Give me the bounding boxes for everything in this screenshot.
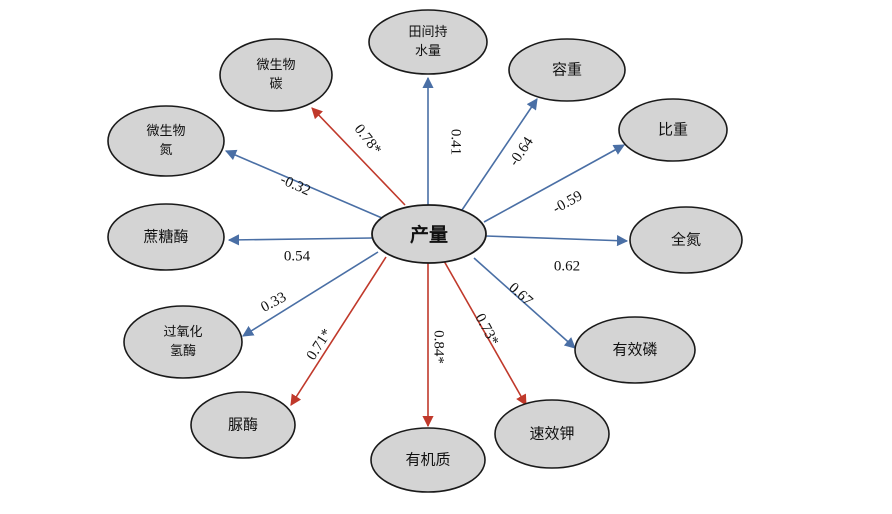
node-total-nitrogen: 全氮 (629, 206, 743, 274)
node-label-field-water-line1: 田间持 (408, 25, 447, 40)
node-label-available-potassium-line1: 速效钾 (529, 425, 574, 443)
node-label-microbial-nitrogen-line1: 微生物 (146, 124, 185, 139)
node-ellipse-microbial-carbon (219, 38, 333, 112)
edge-label-available-phosphorus: 0.67 (505, 280, 536, 310)
edge-label-microbial-carbon: 0.78* (351, 121, 384, 157)
node-label-microbial-carbon-line1: 微生物 (256, 58, 295, 73)
edge-label-field-water: 0.41 (448, 129, 464, 155)
node-ellipse-urease (190, 391, 296, 459)
node-bulk-density: 容重 (508, 38, 626, 102)
node-label-microbial-nitrogen-line2: 氮 (159, 143, 172, 158)
edge-label-organic-matter: 0.84* (431, 330, 447, 364)
node-ellipse-available-potassium (494, 399, 610, 469)
edge-bulk-density (461, 98, 538, 211)
node-label-organic-matter-line1: 有机质 (405, 451, 450, 469)
node-label-sucrase-line1: 蔗糖酶 (143, 228, 188, 246)
edge-microbial-carbon (311, 107, 406, 206)
edge-available-potassium (443, 260, 527, 406)
center-node-ellipse (371, 204, 487, 264)
node-ellipse-total-nitrogen (629, 206, 743, 274)
node-available-phosphorus: 有效磷 (574, 316, 696, 384)
node-label-urease-line1: 脲酶 (228, 416, 258, 434)
node-ellipse-organic-matter (370, 427, 486, 493)
edge-total-nitrogen (485, 235, 629, 247)
edge-microbial-nitrogen (224, 149, 383, 219)
edge-specific-gravity (483, 144, 625, 223)
edge-label-total-nitrogen: 0.62 (554, 258, 580, 274)
node-urease: 脲酶 (190, 391, 296, 459)
center-node-yield: 产量 (371, 204, 487, 264)
node-specific-gravity: 比重 (618, 98, 728, 162)
node-label-field-water-line2: 水量 (415, 44, 441, 59)
node-label-specific-gravity-line1: 比重 (658, 121, 688, 139)
node-label-bulk-density-line1: 容重 (552, 61, 582, 79)
node-ellipse-bulk-density (508, 38, 626, 102)
node-ellipse-microbial-nitrogen (107, 105, 225, 177)
node-ellipse-catalase (123, 305, 243, 379)
edge-label-catalase: 0.33 (258, 289, 289, 315)
node-sucrase: 蔗糖酶 (107, 203, 225, 271)
node-available-potassium: 速效钾 (494, 399, 610, 469)
node-label-microbial-carbon-line2: 碳 (269, 77, 282, 92)
edge-label-available-potassium: 0.73* (472, 311, 502, 348)
edge-label-specific-gravity: -0.59 (550, 188, 585, 217)
node-ellipse-sucrase (107, 203, 225, 271)
edge-label-microbial-nitrogen: -0.32 (278, 172, 313, 199)
node-organic-matter: 有机质 (370, 427, 486, 493)
edge-label-sucrase: 0.54 (284, 248, 311, 264)
node-label-catalase-line2: 氢酶 (170, 343, 196, 359)
node-label-catalase-line1: 过氧化 (163, 325, 202, 340)
node-ellipse-specific-gravity (618, 98, 728, 162)
node-ellipse-field-water (368, 9, 488, 75)
node-label-total-nitrogen-line1: 全氮 (671, 231, 701, 249)
center-node-label: 产量 (410, 223, 448, 246)
edge-available-phosphorus (473, 257, 576, 349)
node-ellipse-available-phosphorus (574, 316, 696, 384)
edge-sucrase (227, 234, 373, 246)
node-label-available-phosphorus-line1: 有效磷 (612, 341, 657, 359)
edge-catalase (242, 251, 379, 337)
edge-urease (290, 256, 387, 406)
